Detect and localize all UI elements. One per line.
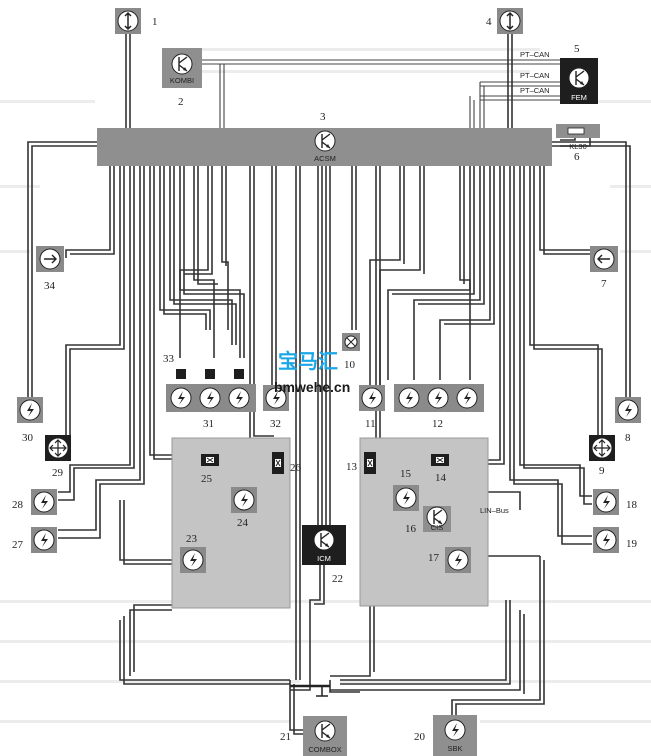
label-33: 33 [163, 353, 175, 365]
airbag-28-icon [30, 488, 58, 516]
ptcan-label-1: PT–CAN [520, 50, 550, 59]
label-1: 1 [152, 16, 158, 28]
label-21: 21 [280, 731, 291, 743]
label-28: 28 [12, 499, 24, 511]
label-31: 31 [203, 418, 214, 430]
label-17: 17 [428, 552, 440, 564]
ptcan-label-2: PT–CAN [520, 71, 550, 80]
ptcan-label-3: PT–CAN [520, 86, 550, 95]
kl30-label: KL30 [569, 142, 587, 151]
right-seat-box [359, 437, 489, 607]
bottom-wires [119, 556, 545, 735]
label-26: 26 [290, 462, 302, 474]
group-12 [394, 384, 484, 412]
combox-label: COMBOX [308, 745, 341, 754]
label-32: 32 [270, 418, 281, 430]
fem-label: FEM [571, 93, 587, 102]
sbk-module [433, 715, 477, 756]
label-19: 19 [626, 538, 638, 550]
sensor-29-icon [44, 434, 72, 462]
label-9: 9 [599, 465, 605, 477]
label-5: 5 [574, 43, 580, 55]
label-12: 12 [432, 418, 443, 430]
label-4: 4 [486, 16, 492, 28]
combox-module [303, 716, 347, 756]
acsm-label: ACSM [314, 154, 336, 163]
icm-label: ICM [317, 554, 331, 563]
airbag-19-icon [592, 526, 620, 554]
pt-can-bus [202, 59, 560, 128]
label-20: 20 [414, 731, 426, 743]
ground-symbol [290, 684, 330, 697]
acsm-module [97, 128, 552, 166]
kombi-label: KOMBI [170, 76, 194, 85]
airbag-8-icon [614, 396, 642, 424]
left-wires [27, 141, 301, 680]
watermark-url: bmwehe.cn [274, 379, 350, 395]
label-25: 25 [201, 473, 213, 485]
fem-module [560, 58, 598, 104]
label-10: 10 [344, 359, 356, 371]
icm-module [302, 525, 346, 565]
sensor-9-icon [588, 434, 616, 462]
watermark-cn: 宝马汇 [278, 349, 338, 373]
label-15: 15 [400, 468, 412, 480]
left-seat-box [171, 437, 291, 609]
label-13: 13 [346, 461, 358, 473]
label-30: 30 [22, 432, 34, 444]
sensor-4-icon [496, 7, 524, 35]
component-numbers: 1 2 3 4 5 6 7 8 9 10 11 12 13 14 15 16 1… [12, 16, 638, 743]
kl30-fuse [556, 124, 600, 138]
lin-bus-label: LIN–Bus [480, 506, 509, 515]
label-2: 2 [178, 96, 184, 108]
airbag-18-icon [592, 488, 620, 516]
label-22: 22 [332, 573, 343, 585]
airbag-30-icon [16, 396, 44, 424]
label-8: 8 [625, 432, 631, 444]
group-31 [166, 384, 256, 412]
cis-label: CIS [431, 523, 444, 532]
label-29: 29 [52, 467, 64, 479]
label-6: 6 [574, 151, 580, 163]
sbk-label: SBK [447, 744, 462, 753]
label-18: 18 [626, 499, 638, 511]
airbag-11-icon [358, 384, 386, 412]
right-wires [317, 141, 631, 557]
connector-33 [176, 369, 244, 379]
label-7: 7 [601, 278, 607, 290]
label-23: 23 [186, 533, 198, 545]
sensor-7-icon [590, 246, 618, 272]
background-text [0, 48, 651, 723]
label-3: 3 [320, 111, 326, 123]
sensor-1-icon [114, 7, 142, 35]
watermark: 宝马汇 bmwehe.cn [274, 349, 350, 395]
indicator-lamp-10-icon [342, 333, 360, 351]
airbag-27-icon [30, 526, 58, 554]
label-11: 11 [365, 418, 376, 430]
label-34: 34 [44, 280, 56, 292]
label-24: 24 [237, 517, 249, 529]
sensor-34-icon [36, 246, 64, 272]
label-16: 16 [405, 523, 417, 535]
label-14: 14 [435, 472, 447, 484]
kombi-module [162, 48, 202, 88]
label-27: 27 [12, 539, 24, 551]
